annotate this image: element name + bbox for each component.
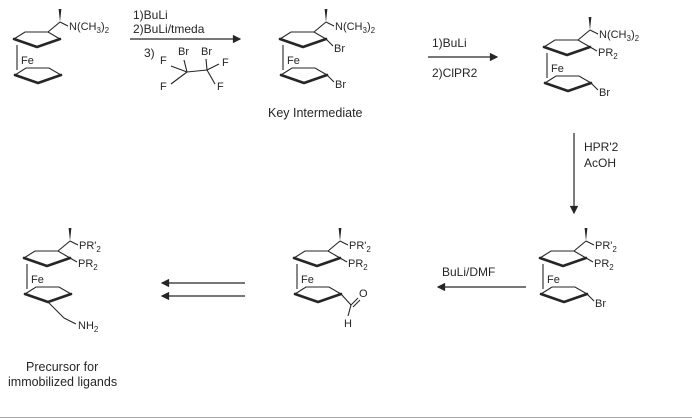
bonds xyxy=(546,29,599,91)
step1-condition-line2: 2)BuLi/tmeda xyxy=(133,22,205,36)
bromine-label: Br xyxy=(178,46,189,58)
step1-condition-line1: 1)BuLi xyxy=(133,8,168,22)
structure-amino-phosphine-bromide: N(CH3)2 PR2 Fe Br xyxy=(542,17,640,99)
hydrogen-label: H xyxy=(344,318,352,330)
iron-label: Fe xyxy=(287,55,300,67)
cp-ring-bottom xyxy=(23,285,73,304)
caption-key-intermediate: Key Intermediate xyxy=(268,106,363,120)
iron-label: Fe xyxy=(551,63,564,75)
cp-ring-bottom xyxy=(543,74,593,93)
methyl-wedge xyxy=(584,228,588,241)
iron-label: Fe xyxy=(21,55,34,67)
bromine-label: Br xyxy=(201,46,212,58)
cp-ring-top xyxy=(12,30,62,49)
iron-label: Fe xyxy=(31,274,44,286)
phosphine-label: PR2 xyxy=(594,258,614,272)
cp-ring-bottom xyxy=(13,66,63,85)
phosphine-prime-label: PR'2 xyxy=(349,240,371,254)
bonds xyxy=(26,240,79,325)
cp-ring-top xyxy=(22,249,72,268)
methyl-wedge xyxy=(588,17,592,30)
structure-key-intermediate: N(CH3)2 Fe Br Br xyxy=(278,9,376,91)
cp-ring-top xyxy=(538,249,588,268)
amine-label: N(CH3)2 xyxy=(69,21,110,35)
bonds xyxy=(16,21,69,70)
structure-diphosphine-bromide: PR'2 PR2 Fe Br xyxy=(538,228,617,310)
bromine-label: Br xyxy=(334,43,345,55)
structure-ugi-amine: N(CH3)2 Fe xyxy=(12,9,110,85)
step2-condition-line2: 2)ClPR2 xyxy=(432,66,478,80)
cp-ring-top xyxy=(278,30,328,49)
methyl-wedge xyxy=(58,9,62,22)
oxygen-label: O xyxy=(359,288,368,300)
step3-condition-line1: HPR'2 xyxy=(584,140,619,154)
cp-ring-top xyxy=(542,38,592,57)
cp-ring-top xyxy=(292,249,342,268)
structure-precursor-amine: PR'2 PR2 Fe NH2 xyxy=(22,228,101,334)
structure-dibromotetrafluoroethane: F Br Br F F F xyxy=(160,46,229,93)
fluorine-label: F xyxy=(160,81,167,93)
iron-label: Fe xyxy=(547,274,560,286)
phosphine-label: PR2 xyxy=(348,258,368,272)
bonds xyxy=(296,240,361,317)
step1-condition-line3: 3) xyxy=(144,46,155,60)
bonds xyxy=(170,58,220,85)
fluorine-label: F xyxy=(222,57,229,69)
fluorine-label: F xyxy=(217,81,224,93)
structure-diphosphine-aldehyde: PR'2 PR2 Fe O H xyxy=(292,228,371,330)
step3-condition-line2: AcOH xyxy=(584,156,616,170)
phosphine-prime-label: PR'2 xyxy=(79,240,101,254)
caption-precursor-line1: Precursor for xyxy=(26,360,98,374)
phosphine-prime-label: PR'2 xyxy=(595,240,617,254)
amine-label: N(CH3)2 xyxy=(335,21,376,35)
bromine-label: Br xyxy=(335,79,346,91)
phosphine-label: PR2 xyxy=(598,47,618,61)
amine-label: N(CH3)2 xyxy=(599,29,640,43)
cp-ring-bottom xyxy=(293,285,343,304)
cp-ring-bottom xyxy=(539,285,589,304)
fluorine-label: F xyxy=(160,55,167,67)
primary-amine-label: NH2 xyxy=(78,320,99,334)
cp-ring-bottom xyxy=(279,66,329,85)
phosphine-label: PR2 xyxy=(78,258,98,272)
methyl-wedge xyxy=(324,9,328,22)
caption-precursor-line2: immobilized ligands xyxy=(8,375,117,389)
step2-condition-line1: 1)BuLi xyxy=(432,36,467,50)
step4-condition-line1: BuLi/DMF xyxy=(442,265,495,279)
bonds xyxy=(542,240,595,302)
bromine-label: Br xyxy=(595,298,606,310)
methyl-wedge xyxy=(338,228,342,241)
bonds xyxy=(282,21,335,83)
methyl-wedge xyxy=(68,228,72,241)
iron-label: Fe xyxy=(301,274,314,286)
bromine-label: Br xyxy=(599,87,610,99)
